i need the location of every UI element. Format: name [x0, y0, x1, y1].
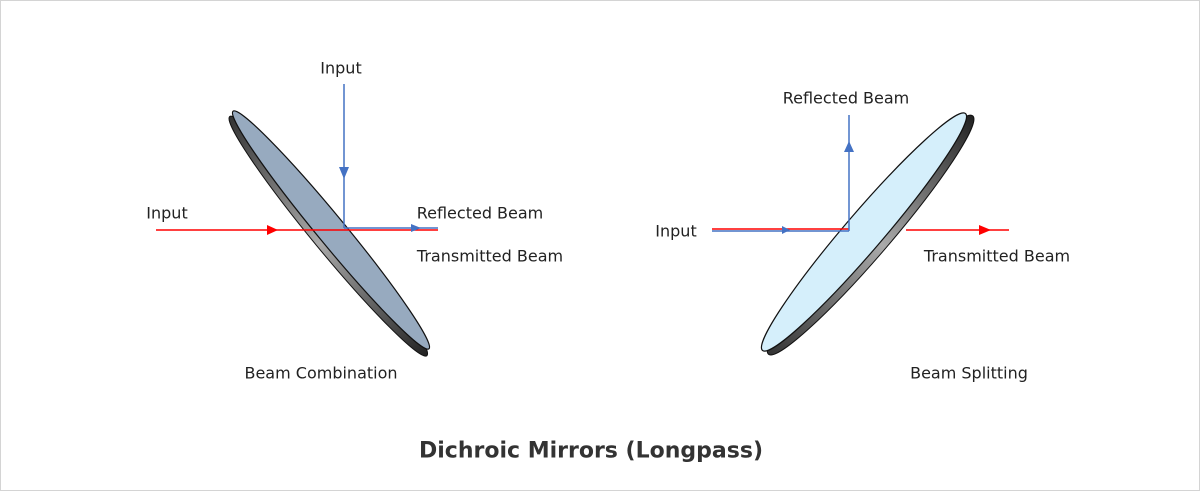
right-reflected-beam [844, 115, 854, 231]
left-blue-input-beam [339, 84, 438, 232]
right-transmitted-label: Transmitted Beam [923, 246, 1071, 266]
left-input-side-label: Input [146, 203, 188, 223]
right-transmitted-beam [906, 225, 1009, 235]
left-red-input-beam [156, 225, 438, 235]
right-input-beams [712, 226, 849, 234]
right-reflected-label: Reflected Beam [782, 88, 910, 108]
left-reflected-label: Reflected Beam [416, 203, 544, 223]
left-transmitted-label: Transmitted Beam [416, 246, 564, 266]
left-caption: Beam Combination [244, 363, 398, 383]
right-input-label: Input [655, 221, 697, 241]
figure-title: Dichroic Mirrors (Longpass) [419, 438, 763, 464]
left-input-top-label: Input [320, 58, 362, 78]
left-mirror [228, 110, 431, 357]
right-mirror [760, 112, 975, 356]
right-caption: Beam Splitting [910, 363, 1028, 383]
